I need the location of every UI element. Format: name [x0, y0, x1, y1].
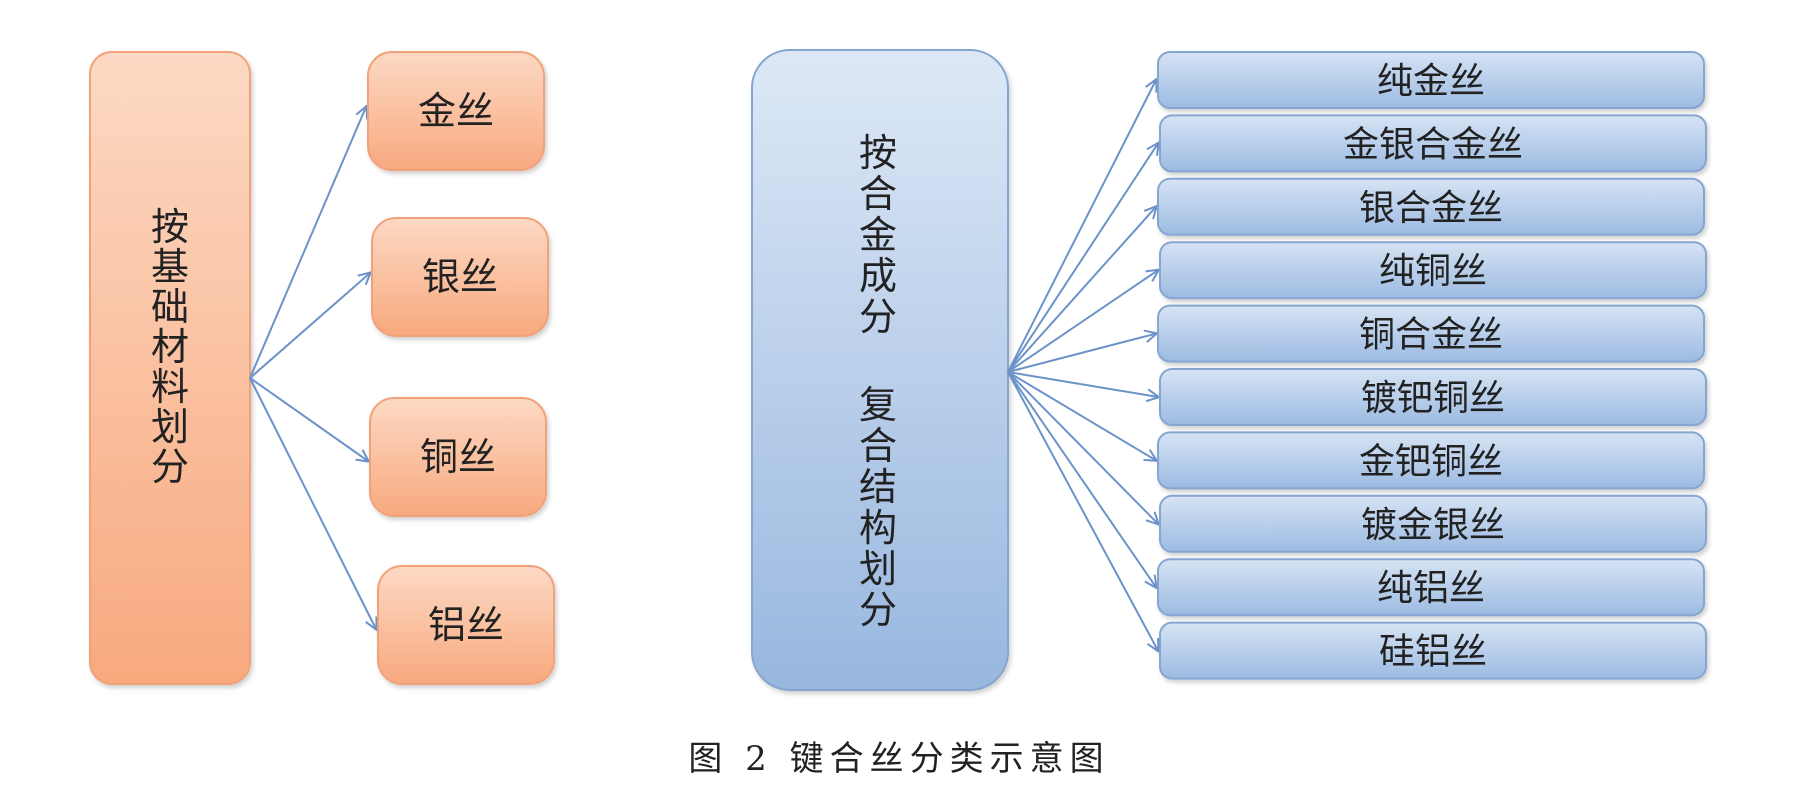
right-arrow [1007, 207, 1156, 373]
left-item-label: 银丝 [422, 255, 498, 299]
left-arrow [249, 377, 376, 629]
right-arrow [1007, 371, 1156, 587]
right-item-box [1157, 51, 1705, 109]
right-arrow [1007, 371, 1156, 460]
right-item-box [1159, 114, 1707, 173]
right-arrow [1007, 371, 1158, 651]
right-item-label: 铜合金丝 [1359, 315, 1503, 356]
left-item-box [367, 51, 545, 171]
right-item-box [1157, 177, 1705, 236]
left-item-label: 铜丝 [420, 435, 496, 479]
left-arrow [249, 107, 366, 379]
left-arrow [249, 273, 370, 379]
right-item-label: 银合金丝 [1359, 188, 1503, 229]
right-group: 按合金成分 复合结构划分 纯金丝金银合金丝银合金丝纯铜丝铜合金丝镀钯铜丝金钯铜丝… [751, 49, 1707, 691]
right-item-label: 镀金银丝 [1361, 505, 1505, 546]
right-item-label: 纯铜丝 [1379, 251, 1487, 292]
right-item-label: 金钯铜丝 [1359, 441, 1503, 482]
right-root-label-part2: 复合结构划分 [859, 383, 897, 632]
left-item-box [369, 397, 547, 517]
right-item-label: 镀钯铜丝 [1361, 378, 1505, 419]
left-root-label: 按基础材料划分 [151, 205, 189, 489]
right-arrow [1007, 371, 1158, 397]
right-item-box [1159, 241, 1707, 300]
right-arrow [1007, 143, 1158, 373]
right-item-label: 纯铝丝 [1377, 568, 1485, 609]
left-item-box [377, 565, 555, 685]
right-arrow [1007, 80, 1156, 373]
right-item-label: 金银合金丝 [1343, 124, 1523, 165]
right-arrow [1007, 371, 1158, 524]
left-arrow [249, 377, 368, 461]
left-root-box [89, 51, 251, 685]
right-item-box [1157, 431, 1705, 490]
right-arrows [1007, 80, 1158, 651]
left-item-label: 铝丝 [428, 603, 504, 647]
right-item-label: 硅铝丝 [1379, 632, 1487, 673]
right-arrow [1007, 270, 1158, 373]
right-item-box [1159, 368, 1707, 426]
right-item-box [1157, 558, 1705, 617]
right-root-label-part1: 按合金成分 [859, 131, 897, 339]
left-arrows [249, 107, 376, 629]
figure-caption: 图 2 键合丝分类示意图 [688, 739, 1109, 779]
left-item-label: 金丝 [418, 89, 494, 133]
right-item-label: 纯金丝 [1377, 61, 1485, 102]
left-item-box [371, 217, 549, 337]
right-item-box [1157, 304, 1705, 363]
right-item-box [1159, 494, 1707, 553]
right-arrow [1007, 334, 1156, 373]
right-item-box [1159, 621, 1707, 680]
